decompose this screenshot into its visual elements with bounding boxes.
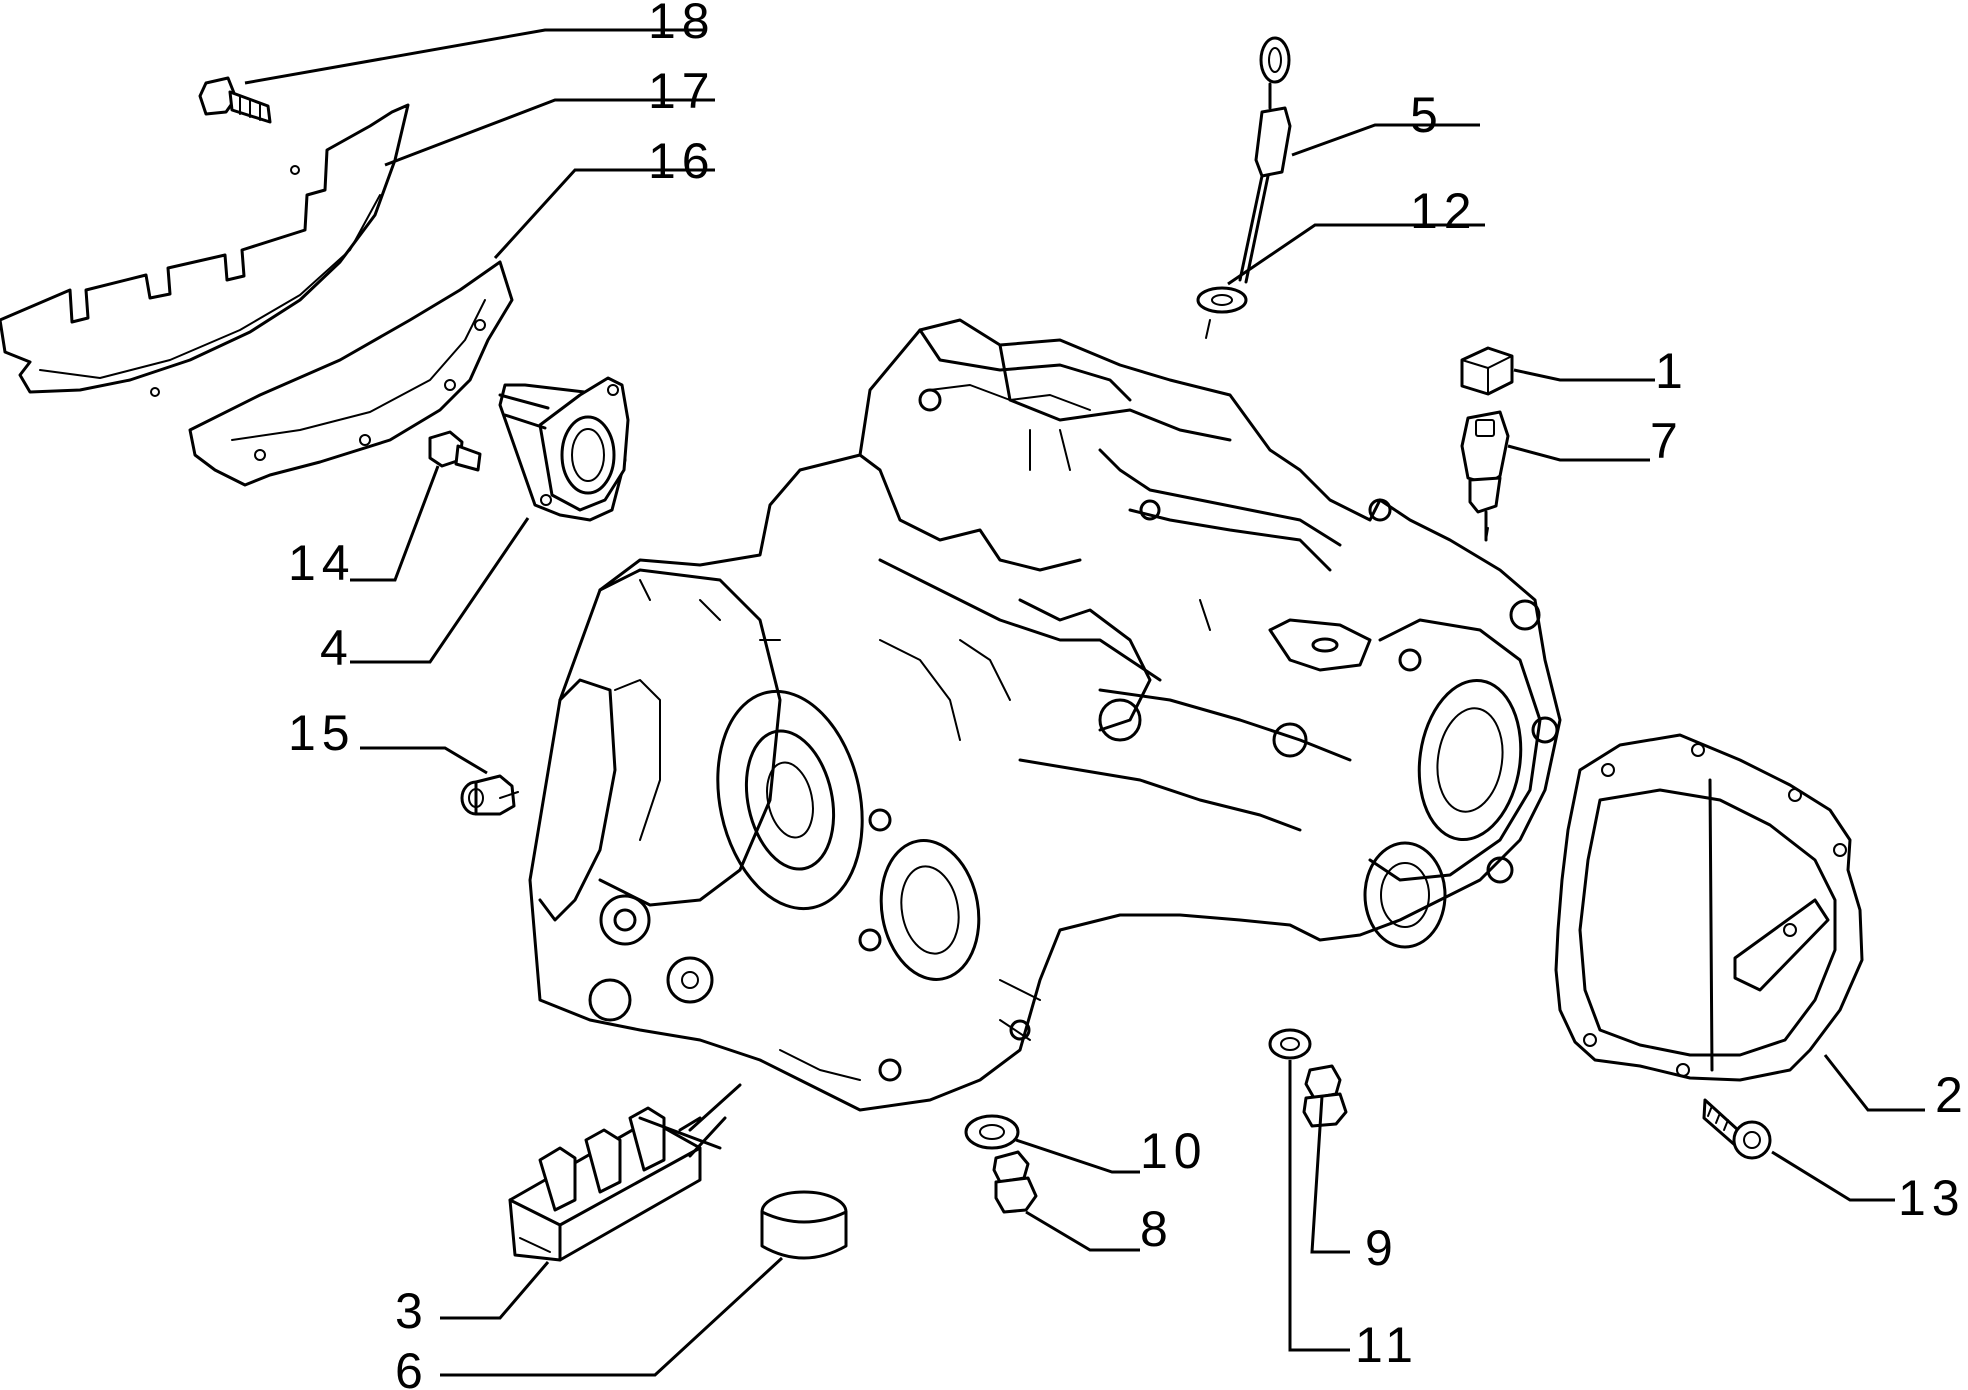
- callout-5: 5: [1410, 87, 1444, 143]
- part-10-washer: [964, 1114, 1020, 1150]
- part-17-cover-plate: [0, 103, 410, 397]
- part-14-bolt: [428, 430, 482, 472]
- gearbox-housing: [528, 318, 1562, 1112]
- callout-8: 8: [1140, 1201, 1174, 1257]
- callout-18: 18: [648, 0, 716, 49]
- part-16-gasket: [188, 260, 514, 487]
- callout-6: 6: [395, 1343, 429, 1390]
- callout-10: 10: [1140, 1123, 1208, 1179]
- callout-3: 3: [395, 1283, 429, 1339]
- part-8-drain-plug: [992, 1150, 1038, 1214]
- alignment-marks: [499, 319, 1489, 1158]
- part-4-bearing-guide: [498, 376, 630, 522]
- callout-2: 2: [1935, 1067, 1968, 1123]
- callout-11: 11: [1355, 1317, 1419, 1373]
- part-9-filler-plug: [1302, 1064, 1348, 1128]
- leader-lines: [244, 28, 1925, 1377]
- part-15-plug: [460, 774, 516, 816]
- part-12-seal-washer: [1196, 286, 1248, 314]
- callout-17: 17: [648, 63, 716, 119]
- part-6-cap: [760, 1190, 848, 1260]
- callout-7: 7: [1650, 413, 1684, 469]
- callout-1: 1: [1655, 343, 1689, 399]
- callout-9: 9: [1365, 1220, 1399, 1276]
- part-7-sensor-switch: [1460, 410, 1510, 542]
- part-13-long-bolt: [1702, 1098, 1772, 1160]
- callout-14: 14: [288, 535, 356, 591]
- part-18-flange-bolt: [198, 76, 272, 124]
- callout-4: 4: [320, 620, 354, 676]
- part-2-end-cover: [1554, 733, 1864, 1082]
- part-1-cap: [1460, 346, 1514, 396]
- callout-13: 13: [1898, 1170, 1966, 1226]
- part-5-dipstick: [1238, 36, 1292, 284]
- callout-16: 16: [648, 133, 716, 189]
- part-3-shift-guide: [508, 1106, 702, 1262]
- part-11-washer: [1268, 1028, 1312, 1060]
- callout-labels: 18 17 16 5 12 1 7 14 4 15 2 13 10 8 9 11…: [288, 0, 1968, 1390]
- callout-15: 15: [288, 705, 356, 761]
- callout-12: 12: [1410, 183, 1478, 239]
